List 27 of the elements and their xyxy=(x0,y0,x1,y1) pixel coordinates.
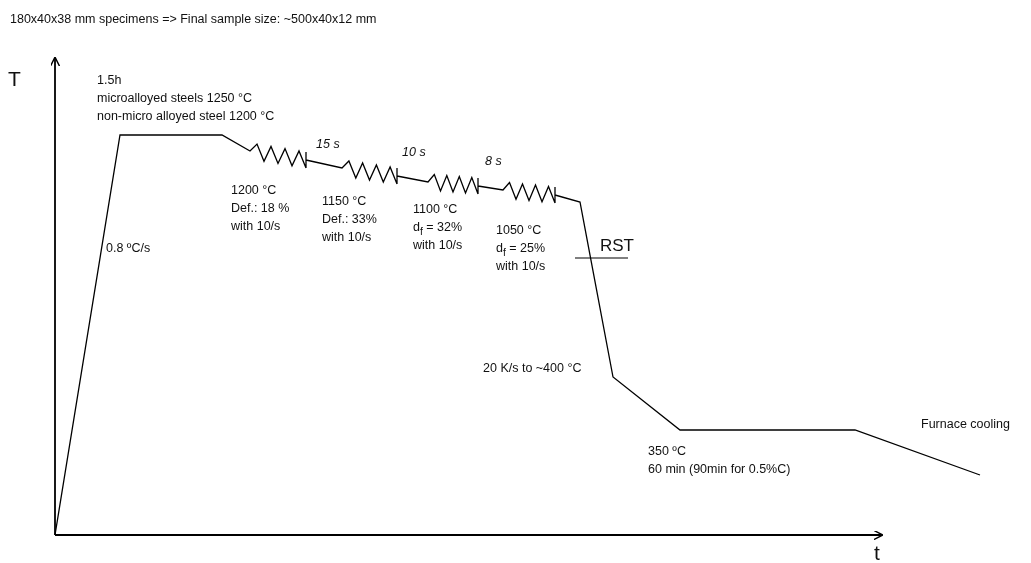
annotation-text: Def.: 33% xyxy=(322,212,377,227)
annotation-text: 60 min (90min for 0.5%C) xyxy=(648,462,791,477)
annotation-text: 1.5h xyxy=(97,73,122,88)
annotation-text: d$_{f}$ = 25% xyxy=(496,241,546,259)
annotation-text: 0.8 ºC/s xyxy=(106,241,151,256)
annotation-text: 20 K/s to ~400 °C xyxy=(483,361,582,376)
annotation-text: 1100 °C xyxy=(413,202,458,217)
time-label: 10 s xyxy=(402,145,426,160)
annotation-text: with 10/s xyxy=(322,230,372,245)
time-label: 15 s xyxy=(316,137,340,152)
annotation-text: Furnace cooling xyxy=(921,417,1010,432)
annotation-text: 1150 °C xyxy=(322,194,367,209)
annotation-text: with 10/s xyxy=(231,219,281,234)
axis-label: t xyxy=(874,540,880,563)
annotation-text: microalloyed steels 1250 °C xyxy=(97,91,253,106)
annotation-text: with 10/s xyxy=(413,238,463,253)
time-label: 8 s xyxy=(485,154,502,169)
annotation-text: 350 ºC xyxy=(648,444,686,459)
axis-label: T xyxy=(8,66,21,92)
annotation-text: Def.: 18 % xyxy=(231,201,290,216)
annotation-text: 1050 °C xyxy=(496,223,542,238)
annotation-text: non-micro alloyed steel 1200 °C xyxy=(97,109,275,124)
annotation-text: 1200 °C xyxy=(231,183,277,198)
annotation-text: with 10/s xyxy=(496,259,546,274)
annotation-text: d$_{f}$ = 32% xyxy=(413,220,463,238)
annotation-text: RST xyxy=(600,236,634,257)
title-text: 180x40x38 mm specimens => Final sample size: ~500x40x12 mm xyxy=(10,12,377,27)
